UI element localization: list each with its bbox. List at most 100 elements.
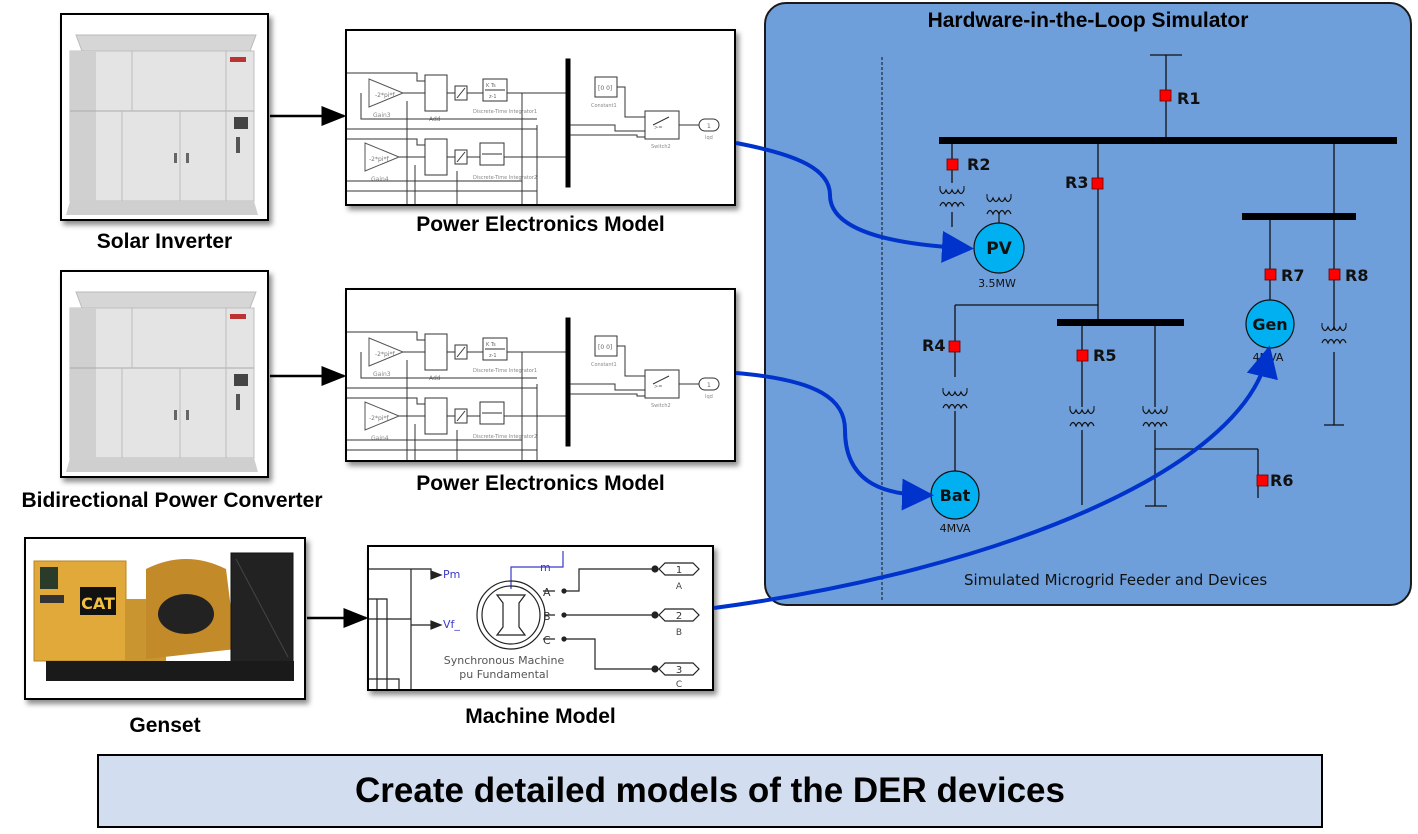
svg-text:B: B	[676, 628, 682, 638]
transformer-icon	[939, 185, 965, 207]
transformer-icon	[1321, 322, 1347, 344]
summary-banner: Create detailed models of the DER device…	[97, 754, 1323, 828]
pe-model-2-diagram: -2*pi*f Gain3 Add K Ts z-1 Discrete-Time…	[345, 288, 736, 462]
svg-text:z-1: z-1	[489, 353, 497, 359]
hil-subtitle: Simulated Microgrid Feeder and Devices	[964, 571, 1268, 589]
svg-text:Gain4: Gain4	[371, 176, 389, 183]
gen-label: Gen	[1252, 315, 1287, 334]
svg-text:K Ts: K Ts	[486, 342, 496, 348]
transformer-icon	[1142, 405, 1168, 427]
svg-text:[0 0]: [0 0]	[598, 344, 612, 351]
svg-text:Iqd: Iqd	[705, 394, 713, 400]
solar-inverter-caption: Solar Inverter	[96, 230, 233, 253]
relay-r1[interactable]	[1159, 89, 1172, 102]
svg-text:>=: >=	[654, 384, 662, 390]
svg-text:Switch2: Switch2	[651, 144, 671, 150]
relay-r8[interactable]	[1328, 268, 1341, 281]
feeder-lines	[951, 54, 1344, 507]
relay-r4[interactable]	[948, 340, 961, 353]
transformer-icon	[1069, 405, 1095, 427]
relay-r5[interactable]	[1076, 349, 1089, 362]
cat-logo: CAT	[81, 594, 115, 613]
svg-text:C: C	[543, 634, 551, 647]
relay-r1-label: R1	[1177, 89, 1200, 108]
relay-r8-label: R8	[1345, 266, 1368, 285]
svg-text:Switch2: Switch2	[651, 403, 671, 409]
svg-text:2: 2	[676, 611, 682, 622]
svg-text:Pm: Pm	[443, 568, 460, 581]
transformer-icon	[942, 387, 968, 409]
relay-r7-label: R7	[1281, 266, 1304, 285]
relay-r5-label: R5	[1093, 346, 1116, 365]
svg-text:3: 3	[676, 665, 682, 676]
svg-text:>=: >=	[654, 125, 662, 131]
svg-text:A: A	[676, 582, 683, 592]
machine-model-diagram: Pm Vf_ m A B C 1 2 3 A B C Synchronous M…	[367, 545, 714, 691]
svg-text:Discrete-Time Integrator2: Discrete-Time Integrator2	[473, 434, 537, 440]
svg-text:B: B	[543, 610, 551, 623]
bat-rating: 4MVA	[940, 522, 971, 535]
bat-label: Bat	[940, 486, 971, 505]
relays: R1 R2 R3 R4 R5 R6 R7 R8	[922, 89, 1368, 490]
svg-text:m: m	[540, 561, 551, 574]
relay-r2[interactable]	[946, 158, 959, 171]
link-pe2-to-bat	[735, 371, 934, 511]
genset-photo: CAT	[24, 537, 306, 700]
svg-text:Gain4: Gain4	[371, 435, 389, 442]
link-pe1-to-pv	[735, 141, 974, 263]
genset-caption: Genset	[129, 714, 201, 737]
relay-r6-label: R6	[1270, 471, 1293, 490]
svg-text:-2*pi*f: -2*pi*f	[369, 415, 389, 422]
svg-text:Gain3: Gain3	[373, 112, 391, 119]
synchronous-machine-block: Pm Vf_ m A B C 1 2 3 A B C Synchronous M…	[369, 551, 700, 689]
svg-text:-2*pi*f: -2*pi*f	[375, 92, 395, 99]
hil-simulator-panel	[764, 2, 1412, 606]
relay-r7[interactable]	[1264, 268, 1277, 281]
pv-rating: 3.5MW	[978, 277, 1016, 290]
pe-model-2-caption: Power Electronics Model	[416, 472, 665, 495]
link-machine-to-gen	[713, 345, 1278, 610]
source-bat[interactable]: Bat 4MVA	[930, 470, 980, 535]
relay-r3-label: R3	[1065, 173, 1088, 192]
svg-text:-2*pi*f: -2*pi*f	[375, 351, 395, 358]
source-pv[interactable]: PV 3.5MW	[973, 222, 1025, 290]
svg-text:Discrete-Time Integrator1: Discrete-Time Integrator1	[473, 368, 537, 374]
svg-text:1: 1	[707, 382, 711, 389]
svg-text:Synchronous Machine: Synchronous Machine	[444, 654, 565, 667]
simulink-pe-block-diagram: -2*pi*f Gain3 Add K Ts z-1 Discrete-Time…	[347, 58, 720, 204]
source-gen[interactable]: Gen 4MVA	[1245, 299, 1295, 364]
solar-inverter-photo	[60, 13, 269, 221]
svg-text:Constant1: Constant1	[591, 103, 617, 109]
svg-text:1: 1	[676, 565, 682, 576]
summary-banner-text: Create detailed models of the DER device…	[355, 771, 1065, 810]
svg-text:z-1: z-1	[489, 94, 497, 100]
svg-text:-2*pi*f: -2*pi*f	[369, 156, 389, 163]
transformer-icon	[986, 193, 1012, 215]
svg-text:Iqd: Iqd	[705, 135, 713, 141]
pe-model-1-caption: Power Electronics Model	[416, 213, 665, 236]
svg-text:Constant1: Constant1	[591, 362, 617, 368]
sub-bus-1	[1057, 319, 1184, 326]
hil-title: Hardware-in-the-Loop Simulator	[927, 9, 1249, 32]
relay-r4-label: R4	[922, 336, 945, 355]
relay-r3[interactable]	[1091, 177, 1104, 190]
svg-text:[0 0]: [0 0]	[598, 85, 612, 92]
relay-r2-label: R2	[967, 155, 990, 174]
pe-model-1-diagram: -2*pi*f Gain3 Add K Ts z-1 Discrete-Time…	[345, 29, 736, 206]
svg-text:Discrete-Time Integrator1: Discrete-Time Integrator1	[473, 109, 537, 115]
svg-text:K Ts: K Ts	[486, 83, 496, 89]
svg-text:pu Fundamental: pu Fundamental	[459, 668, 548, 681]
svg-text:1: 1	[707, 123, 711, 130]
bidirectional-converter-caption: Bidirectional Power Converter	[21, 489, 323, 512]
bidirectional-converter-photo	[60, 270, 269, 478]
svg-text:Vf_: Vf_	[443, 618, 460, 631]
simulink-pe-block-diagram: -2*pi*f Gain3 Add K Ts z-1 Discrete-Time…	[347, 317, 720, 460]
genset-engine-icon: CAT	[33, 552, 294, 681]
machine-model-caption: Machine Model	[465, 705, 616, 728]
svg-text:C: C	[676, 680, 682, 689]
svg-text:Gain3: Gain3	[373, 371, 391, 378]
pv-label: PV	[986, 239, 1012, 259]
relay-r6[interactable]	[1256, 474, 1269, 487]
